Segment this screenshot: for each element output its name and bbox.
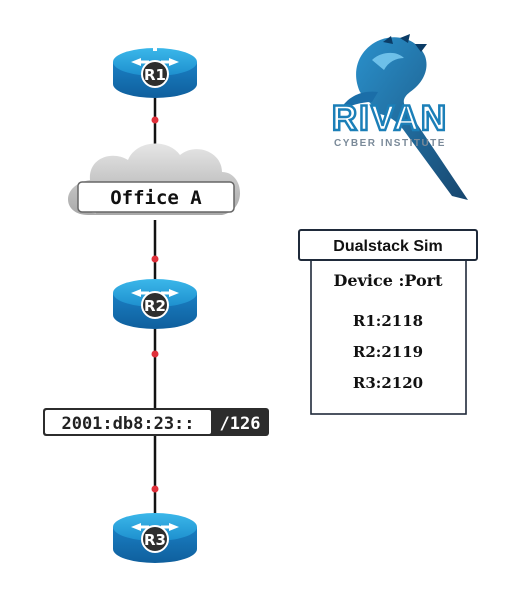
dragon-icon [340,34,468,200]
office-label-box [77,181,235,213]
link-dot [151,485,159,493]
router-arrows-icon [131,289,179,297]
office-label: Office A [110,187,202,209]
router-badge [141,525,169,553]
router-badge [141,60,169,88]
logo-tagline: CYBER INSTITUTE [334,138,446,149]
info-box-row: R3:2120 [353,374,423,392]
logo-name: RIVAN [332,99,448,138]
info-box-header: Device :Port [334,271,444,290]
router-arrows-icon [131,47,179,66]
info-box-row: R1:2118 [353,312,423,330]
info-box-row: R2:2119 [353,343,423,361]
router-r1-label: R1 [144,66,166,84]
router-r2-label: R2 [144,297,166,315]
info-box-title: Dualstack Sim [333,238,442,255]
rivan-logo: RIVAN CYBER INSTITUTE [331,34,468,200]
cloud-office-a: Office A [68,143,241,215]
subnet-label: 2001:db8:23:: /126 [43,408,269,436]
router-r3[interactable]: R3 [113,513,197,563]
link-dot [151,255,159,263]
subnet-prefix: /126 [220,414,261,434]
router-arrows-icon [131,523,179,531]
link-dot [151,350,159,358]
router-r1[interactable]: R1 [113,47,197,98]
router-r2[interactable]: R2 [113,279,197,329]
router-badge [141,291,169,319]
link-dot [151,116,159,124]
info-box: Dualstack Sim Device :Port R1:2118 R2:21… [298,229,478,415]
subnet-address: 2001:db8:23:: [61,414,194,434]
router-r3-label: R3 [144,531,166,549]
